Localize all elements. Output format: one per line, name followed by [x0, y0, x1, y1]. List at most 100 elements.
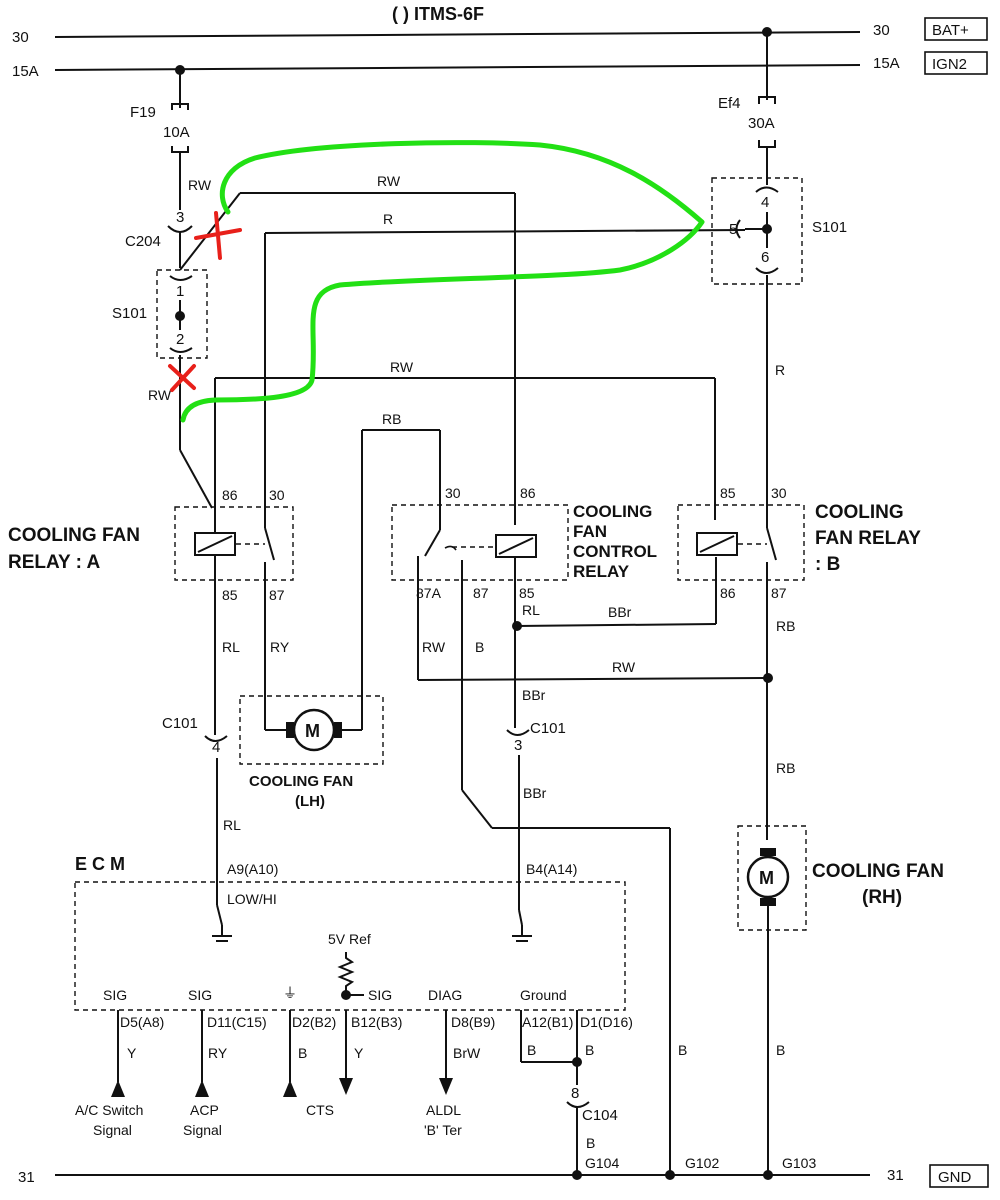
ecm-box [74, 881, 626, 1011]
ecm-switch-a [216, 904, 223, 926]
wire-label: R [775, 362, 785, 378]
relay-a-label-1: COOLING FAN [8, 525, 140, 546]
cts-label: CTS [306, 1102, 334, 1118]
s101-right-conn5 [735, 219, 741, 239]
fuse-ef4-label: Ef4 [718, 95, 741, 112]
ecm-pin-d11: D11(C15) [207, 1014, 267, 1030]
ign-rail [54, 64, 861, 71]
control-relay-pin30: 30 [445, 485, 461, 501]
ecm-pin-b12: B12(B3) [351, 1014, 402, 1030]
c204-label: C204 [125, 233, 161, 250]
relay-b-pin30: 30 [771, 485, 787, 501]
ecm-low-hi: LOW/HI [227, 891, 277, 907]
motor-lh [292, 708, 336, 752]
wire-label: RB [382, 411, 401, 427]
relay-a-pin85: 85 [222, 587, 238, 603]
ecm-pin-d5: D5(A8) [120, 1014, 164, 1030]
control-relay-label-4: RELAY [573, 562, 630, 581]
gnd-box [929, 1164, 989, 1188]
aldl-label-1: ALDL [426, 1102, 461, 1118]
fuse-f19-rating: 10A [163, 124, 190, 141]
fuse-f19-bottom [171, 146, 189, 153]
red-cut-mark-2 [168, 364, 196, 392]
c104-pin: 8 [571, 1085, 579, 1102]
motor-rh-m: M [759, 868, 774, 888]
motor-rh-box [737, 825, 807, 931]
relay-a-coil-diag [197, 535, 233, 553]
s101-right-conn6 [755, 267, 779, 274]
wire-label: RY [208, 1045, 228, 1061]
wire-label: RL [522, 602, 540, 618]
wire [461, 789, 493, 829]
wire [264, 229, 746, 234]
wire-label: B [776, 1042, 785, 1058]
control-relay-coil-diag [498, 537, 534, 555]
relay-b-label-2: FAN RELAY [815, 528, 921, 549]
ac-switch-label-1: A/C Switch [75, 1102, 143, 1118]
gnd-rail-left-label: 31 [18, 1169, 35, 1186]
ecm-sig2: SIG [188, 987, 212, 1003]
wire-label: BBr [522, 687, 546, 703]
diagram-title: ( ) ITMS-6F [392, 4, 484, 24]
c104-label: C104 [582, 1107, 618, 1124]
ecm-ground-dot [572, 1057, 582, 1067]
wire-label: B [475, 639, 484, 655]
g104-dot [572, 1170, 582, 1180]
s101-right-label: S101 [812, 219, 847, 236]
wire-label: B [678, 1042, 687, 1058]
s101-left-dot [175, 311, 185, 321]
c104-conn [566, 1101, 590, 1108]
ecm-pin-a12: A12(B1) [522, 1014, 573, 1030]
relay-b-box [677, 504, 805, 581]
wire [179, 192, 241, 271]
s101-left-conn2 [169, 347, 193, 353]
wire [179, 449, 213, 509]
s101-left-conn1 [169, 275, 193, 281]
motor-rh-brush-b [760, 898, 776, 906]
c101-right-conn [506, 729, 530, 736]
wire-label: BrW [453, 1045, 481, 1061]
motor-rh-brush-t [760, 848, 776, 856]
wire-label: RW [377, 173, 401, 189]
relay-a-box [174, 506, 294, 581]
wire-label: B [527, 1042, 536, 1058]
ign-box [924, 51, 988, 75]
s101-left-box [156, 269, 208, 359]
control-relay-pin87a: 87A [416, 585, 442, 601]
wire-label: RB [776, 760, 795, 776]
control-relay-label-3: CONTROL [573, 542, 657, 561]
motor-rh-label-2: (RH) [862, 887, 902, 908]
s101-right-pin6: 6 [761, 249, 769, 266]
c101-right-pin: 3 [514, 737, 522, 754]
wire-label: RW [148, 387, 172, 403]
relay-a-pin30: 30 [269, 487, 285, 503]
control-relay-switch [424, 529, 441, 557]
motor-lh-box [239, 695, 384, 765]
ecm-pin-b4: B4(A14) [526, 861, 577, 877]
gnd-rail-right-label: 31 [887, 1167, 904, 1184]
fuse-f19-label: F19 [130, 104, 156, 121]
ecm-diag: DIAG [428, 987, 462, 1003]
wire-label: Y [127, 1045, 137, 1061]
wire-label: B [585, 1042, 594, 1058]
relay-a-switch [264, 527, 275, 561]
motor-rh-label-1: COOLING FAN [812, 861, 944, 882]
ecm-sig1: SIG [103, 987, 127, 1003]
s101-right-pin4: 4 [761, 194, 769, 211]
motor-lh-label-2: (LH) [295, 793, 325, 810]
s101-left-pin2: 2 [176, 331, 184, 348]
relay-b-pin86: 86 [720, 585, 736, 601]
relay-b-label-1: COOLING [815, 502, 904, 523]
acp-label-2: Signal [183, 1122, 222, 1138]
motor-lh-brush-r [334, 722, 342, 738]
control-relay-pin86: 86 [520, 485, 536, 501]
g103-dot [763, 1170, 773, 1180]
c204-connector [167, 225, 193, 233]
s101-right-box [711, 177, 803, 285]
ecm-pin-a9: A9(A10) [227, 861, 278, 877]
g102-label: G102 [685, 1155, 719, 1171]
relay-a-pin87: 87 [269, 587, 285, 603]
ac-switch-arrow [111, 1080, 125, 1097]
wire-label: BBr [523, 785, 547, 801]
